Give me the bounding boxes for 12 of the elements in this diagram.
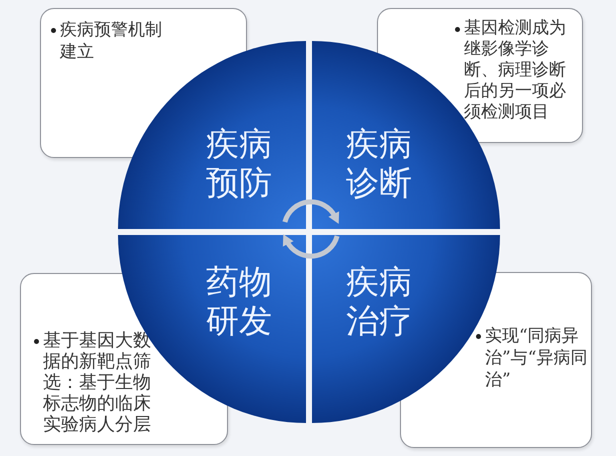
callout-text: 基于基因大数据的新靶点筛选：基于生物标志物的临床实验病人分层 <box>43 330 152 435</box>
callout-text: 实现“同病异治”与“异病同治” <box>485 325 588 391</box>
callout-text: 疾病预警机制建立 <box>60 19 163 63</box>
quadrant-segment <box>312 41 500 229</box>
quadrant-segment <box>118 41 306 229</box>
curved-arrow <box>282 234 340 259</box>
curved-arrow <box>282 199 340 224</box>
quadrant-label: 疾病预防 <box>205 124 273 202</box>
quadrant-label: 疾病诊断 <box>345 124 413 202</box>
quadrant-label: 疾病治疗 <box>345 262 413 340</box>
callout-text: 基因检测成为继影像学诊断、病理诊断后的另一项必须检测项目 <box>464 18 567 123</box>
quadrant-label: 药物研发 <box>205 262 273 340</box>
